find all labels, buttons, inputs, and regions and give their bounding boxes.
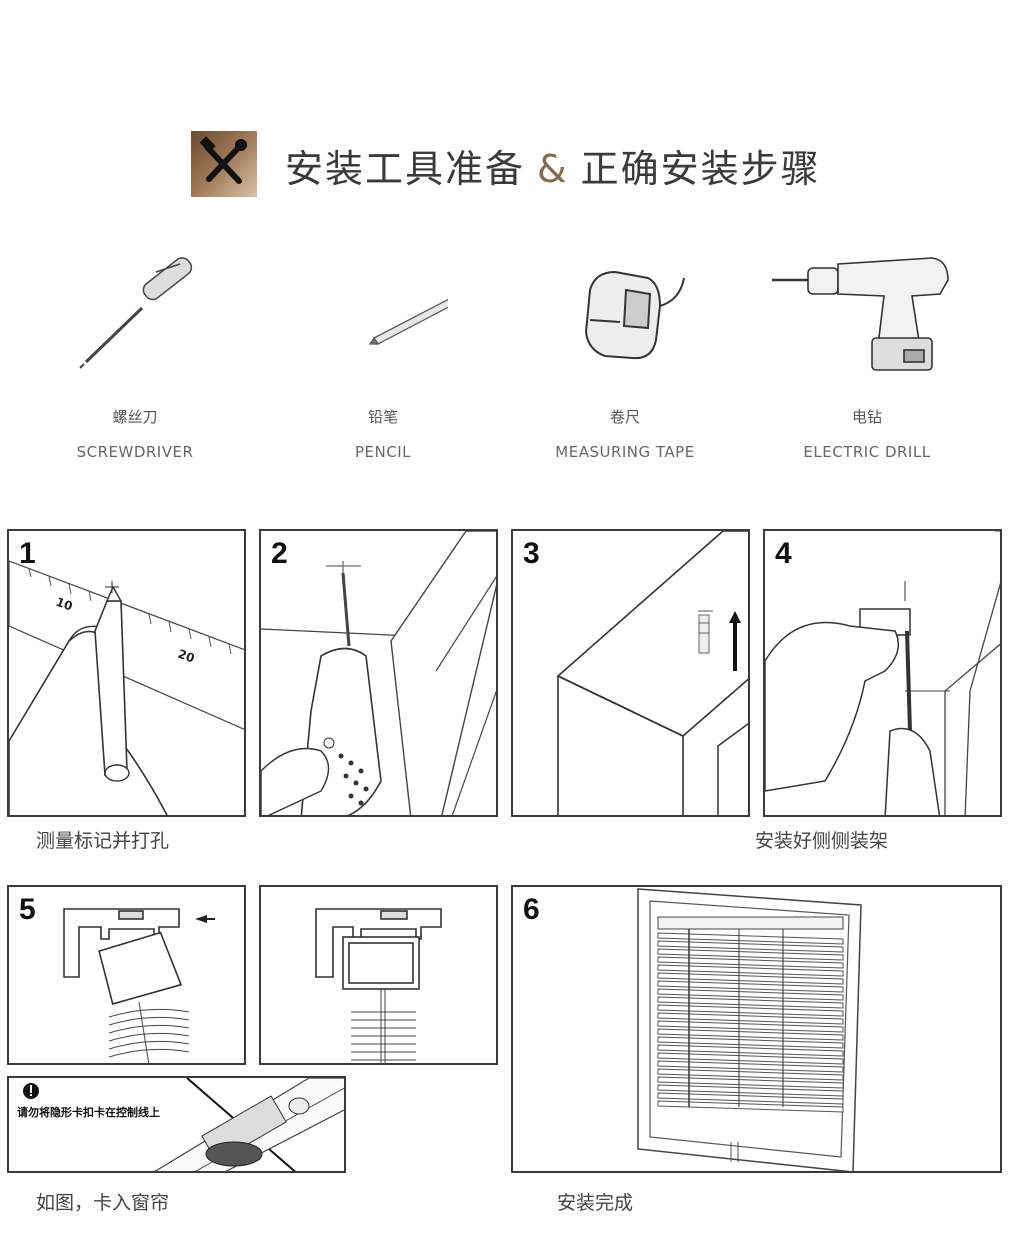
tool-en-label: ELECTRIC DRILL	[803, 443, 931, 461]
step-6-illustration	[637, 888, 862, 1171]
blind-slat	[657, 988, 844, 1001]
step-1-panel: 1 10 20	[7, 529, 246, 817]
step-number: 3	[523, 537, 540, 570]
step-3-illustration	[556, 531, 748, 815]
blind-slat	[657, 1092, 844, 1105]
blind-slat	[657, 1028, 844, 1041]
blind-slat	[657, 940, 844, 953]
caption-insert: 如图，卡入窗帘	[36, 1192, 170, 1214]
title-left: 安装工具准备	[285, 147, 526, 191]
title-right: 正确安装步骤	[580, 147, 821, 191]
blind-slat	[657, 1052, 844, 1065]
tool-pencil: 铅笔 PENCIL	[268, 250, 498, 461]
blind-slat	[657, 1012, 844, 1025]
step-2-illustration	[261, 531, 496, 815]
tool-measuring-tape: 卷尺 MEASURING TAPE	[510, 250, 740, 461]
ruler-label-10: 10	[54, 595, 74, 614]
warning-illustration	[23, 1078, 344, 1171]
tool-screwdriver: 螺丝刀 SCREWDRIVER	[20, 250, 250, 461]
ruler-label-20: 20	[176, 647, 196, 666]
page-title: 安装工具准备&正确安装步骤	[285, 138, 821, 193]
caption-done: 安装完成	[557, 1192, 634, 1214]
blind-slat	[657, 1020, 844, 1033]
tool-cn-label: 螺丝刀	[112, 408, 158, 426]
blind-slat	[657, 1044, 844, 1057]
measuring-tape-icon	[584, 270, 685, 360]
step-number: 6	[523, 893, 540, 926]
step-5b-illustration	[315, 908, 442, 1063]
step-5b-panel	[259, 885, 498, 1065]
warning-text: 请勿将隐形卡扣卡在控制线上	[17, 1106, 160, 1119]
screwdriver-icon	[79, 257, 193, 369]
tool-cn-label: 电钻	[851, 408, 882, 426]
blind-slat	[657, 1076, 844, 1089]
warning-panel: 请勿将隐形卡扣卡在控制线上	[7, 1076, 346, 1173]
step-number: 1	[19, 537, 36, 570]
blind-slat	[657, 980, 844, 993]
blind-slat	[657, 1036, 844, 1049]
caption-bracket: 安装好侧侧装架	[755, 830, 889, 852]
step-6-panel: 6	[511, 885, 1002, 1173]
blind-slat	[657, 972, 844, 985]
blind-slat	[657, 1004, 844, 1017]
step-2-panel: 2	[259, 529, 498, 817]
blind-slat	[657, 996, 844, 1009]
step-5-panel: 5	[7, 885, 246, 1065]
tools-icon	[191, 131, 257, 197]
blind-slat	[657, 964, 844, 977]
step-number: 4	[775, 537, 792, 570]
blind-slat	[657, 948, 844, 961]
tool-en-label: PENCIL	[355, 443, 411, 461]
tool-en-label: MEASURING TAPE	[555, 443, 695, 461]
step-1-illustration: 10 20	[9, 560, 244, 815]
caption-measure: 测量标记并打孔	[36, 830, 170, 852]
step-4-illustration	[765, 531, 1000, 815]
blind-slat	[657, 1060, 844, 1073]
step-number: 2	[271, 537, 288, 570]
tool-en-label: SCREWDRIVER	[76, 443, 194, 461]
tool-electric-drill: 电钻 ELECTRIC DRILL	[752, 250, 982, 461]
tool-cn-label: 铅笔	[367, 408, 398, 426]
tool-cn-label: 卷尺	[609, 408, 640, 426]
title-ampersand: &	[537, 147, 569, 191]
step-3-panel: 3	[511, 529, 750, 817]
step-number: 5	[19, 893, 36, 926]
blind-slat	[657, 1068, 844, 1081]
pencil-icon	[368, 298, 448, 345]
blind-slat	[657, 956, 844, 969]
electric-drill-icon	[772, 257, 949, 371]
blind-slat	[657, 1084, 844, 1097]
blind-slat	[657, 1100, 844, 1113]
blind-slat	[657, 932, 844, 945]
step-4-panel: 4	[763, 529, 1002, 817]
step-5-illustration	[63, 908, 215, 1063]
